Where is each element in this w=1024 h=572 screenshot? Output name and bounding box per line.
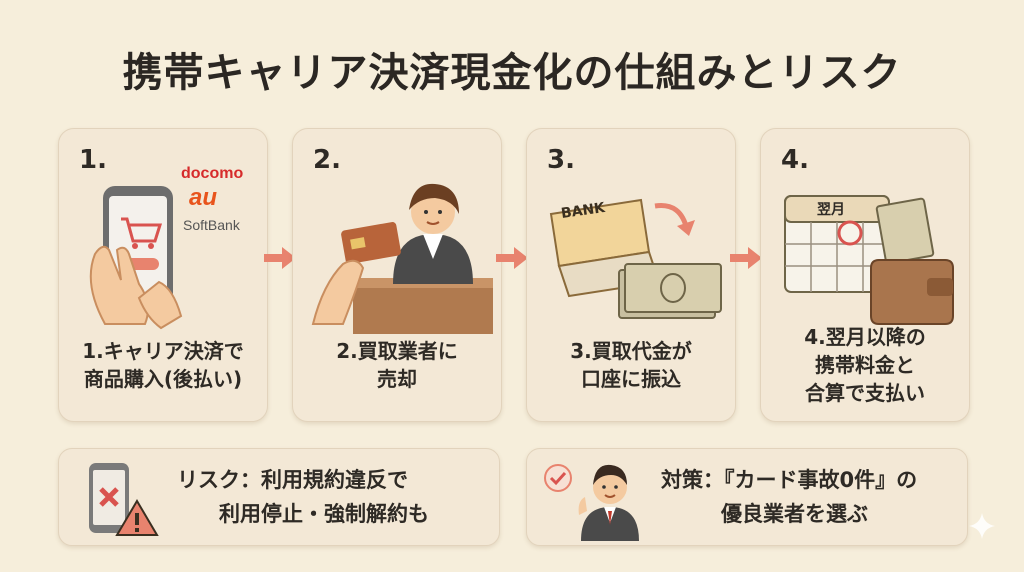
warning-phone-icon — [89, 463, 159, 536]
measure-box: 対策：『カード事故0件』の 優良業者を選ぶ — [526, 448, 968, 546]
arrow-right-icon — [730, 247, 762, 269]
step-number: 1. — [79, 145, 107, 175]
businessman-icon — [578, 464, 639, 541]
step-card-2: 2. 2.買取業者に 売却 — [292, 128, 502, 422]
arrow-right-icon — [264, 247, 296, 269]
risk-text: リスク：利用規約違反で 利用停止・強制解約も — [177, 468, 429, 526]
brand-docomo: docomo — [181, 165, 244, 182]
page-title: 携帯キャリア決済現金化の仕組みとリスク — [122, 50, 902, 96]
calendar-label: 翌月 — [817, 202, 845, 218]
step-caption: 1.キャリア決済で 商品購入(後払い) — [82, 339, 244, 391]
measure-text: 対策：『カード事故0件』の 優良業者を選ぶ — [661, 468, 918, 526]
step-card-1: 1. docomo au SoftBank 1.キャリア決済で 商品購入(後払い… — [58, 128, 268, 422]
sparkle-icon — [969, 513, 995, 539]
step-caption: 4.翌月以降の 携帯料金と 合算で支払い — [804, 325, 926, 405]
step-caption: 2.買取業者に 売却 — [336, 339, 458, 391]
brand-softbank: SoftBank — [183, 217, 240, 233]
cashier-icon — [311, 183, 493, 334]
calendar-wallet-icon — [784, 195, 954, 325]
step-card-4: 4. 翌月 4.翌月以降の 携帯料金と 合算で支払い — [760, 128, 970, 422]
step-caption: 3.買取代金が 口座に振込 — [570, 339, 692, 391]
check-icon — [544, 464, 572, 492]
bank-book-icon — [549, 198, 722, 319]
risk-box: リスク：利用規約違反で 利用停止・強制解約も — [58, 448, 500, 546]
step-number: 4. — [781, 145, 809, 175]
step-number: 2. — [313, 145, 341, 175]
phone-shopping-icon — [89, 186, 183, 330]
arrow-right-icon — [496, 247, 528, 269]
brand-au: au — [189, 184, 218, 211]
step-card-3: 3. BANK 3.買取代金が 口座に振込 — [526, 128, 736, 422]
step-number: 3. — [547, 145, 575, 175]
